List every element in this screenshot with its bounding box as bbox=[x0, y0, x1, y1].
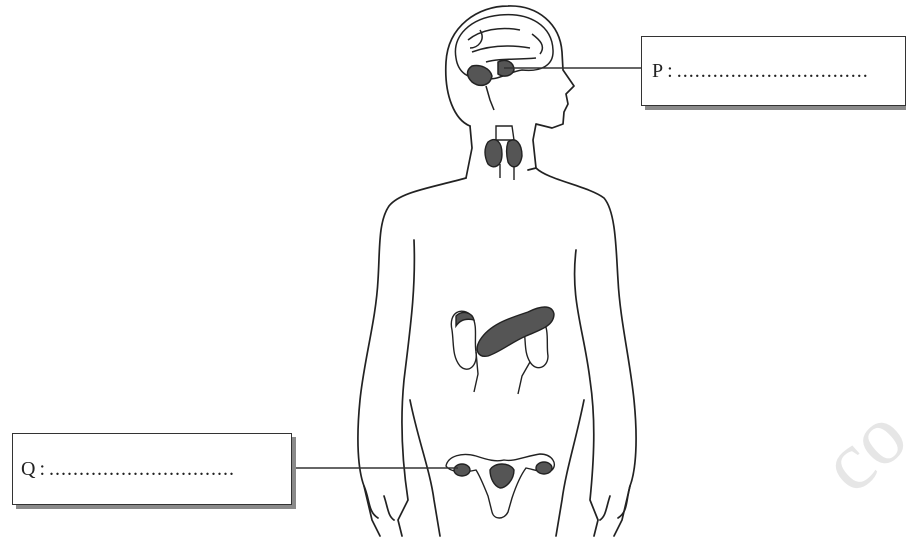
label-box-p[interactable]: P : ................................ bbox=[641, 36, 906, 106]
uterus-and-ovaries bbox=[446, 454, 554, 518]
brain bbox=[455, 15, 553, 110]
torso-left-outline bbox=[358, 178, 466, 536]
right-arm-inner bbox=[575, 250, 598, 536]
neck-outline bbox=[466, 126, 472, 178]
left-hand-outline bbox=[364, 486, 394, 520]
label-p-letter: P bbox=[652, 60, 663, 83]
label-box-q[interactable]: Q : ............................... bbox=[12, 433, 292, 505]
left-arm-inner bbox=[398, 240, 414, 536]
label-q-letter: Q bbox=[21, 458, 35, 481]
kidneys-and-pancreas bbox=[451, 307, 554, 394]
label-q-separator: : bbox=[39, 458, 45, 481]
body-lower-right bbox=[556, 400, 584, 536]
label-p-separator: : bbox=[667, 60, 673, 83]
label-q-blank: ............................... bbox=[49, 458, 235, 481]
label-p-blank: ................................ bbox=[677, 60, 869, 83]
thyroid-gland bbox=[485, 126, 522, 180]
